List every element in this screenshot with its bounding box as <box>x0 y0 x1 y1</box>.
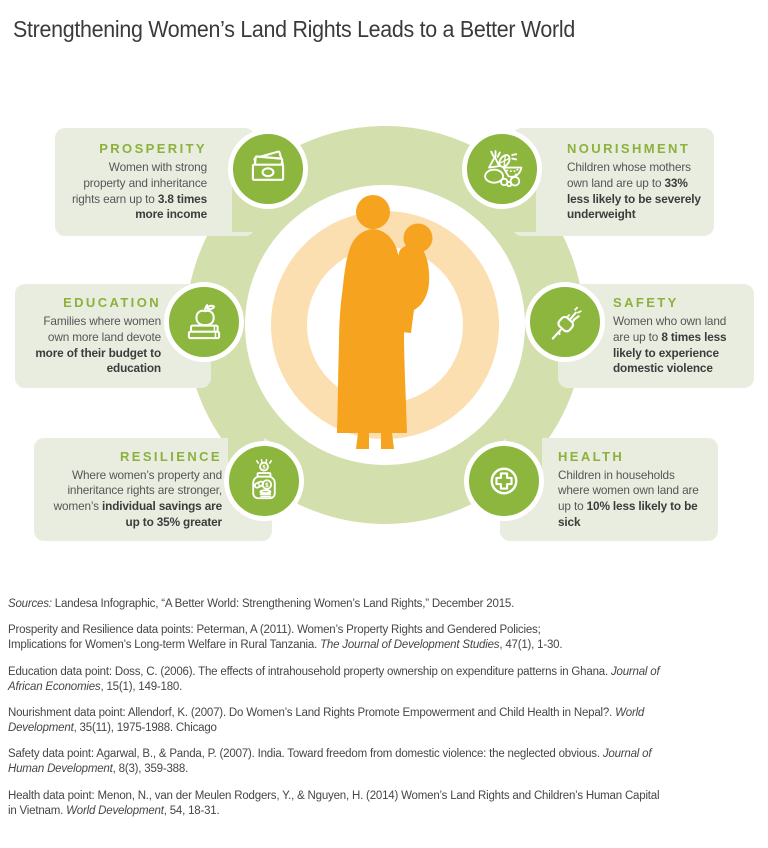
food-icon <box>462 129 542 209</box>
infographic-art: PROSPERITY Women with strong property an… <box>15 126 754 541</box>
source-line: Prosperity and Resilience data points: P… <box>8 624 563 652</box>
svg-text:$: $ <box>262 465 266 471</box>
source-line: Education data point: Doss, C. (2006). T… <box>8 665 660 693</box>
card-text-health: Children in households where women own l… <box>558 467 699 529</box>
money-icon <box>228 129 308 209</box>
card-nourishment: NOURISHMENT Children whose mothers own l… <box>512 128 714 236</box>
page-title: Strengthening Women’s Land Rights Leads … <box>13 16 575 42</box>
source-line: Safety data point: Agarwal, B., & Panda,… <box>8 748 652 776</box>
card-heading-education: EDUCATION <box>63 295 161 311</box>
card-education: EDUCATION Families where women own more … <box>15 284 211 388</box>
card-heading-health: HEALTH <box>558 448 625 464</box>
card-text-prosperity: Women with strong property and inheritan… <box>72 160 207 222</box>
savings-jar-icon: $ $ <box>224 441 304 521</box>
source-line: Nourishment data point: Allendorf, K. (2… <box>8 706 645 735</box>
apple-books-icon <box>164 282 244 362</box>
card-text-resilience: Where women’s property and inheritance r… <box>53 467 223 529</box>
fist-breaking-rope-icon <box>525 282 605 362</box>
sources-section: Sources: Landesa Infographic, “A Better … <box>8 597 670 830</box>
source-line: Sources: Landesa Infographic, “A Better … <box>8 598 515 610</box>
source-line: Health data point: Menon, N., van der Me… <box>8 789 660 817</box>
card-heading-nourishment: NOURISHMENT <box>567 141 691 157</box>
card-text-education: Families where women own more land devot… <box>35 314 161 376</box>
card-heading-prosperity: PROSPERITY <box>99 141 207 157</box>
card-heading-safety: SAFETY <box>613 295 679 311</box>
woman-holding-child-silhouette <box>271 195 499 449</box>
card-heading-resilience: RESILIENCE <box>119 448 222 464</box>
svg-text:$: $ <box>265 483 269 489</box>
card-prosperity: PROSPERITY Women with strong property an… <box>55 128 255 236</box>
card-text-nourishment: Children whose mothers own land are up t… <box>567 160 701 222</box>
medical-cross-icon <box>464 441 544 521</box>
card-text-safety: Women who own land are up to 8 times les… <box>613 314 727 376</box>
